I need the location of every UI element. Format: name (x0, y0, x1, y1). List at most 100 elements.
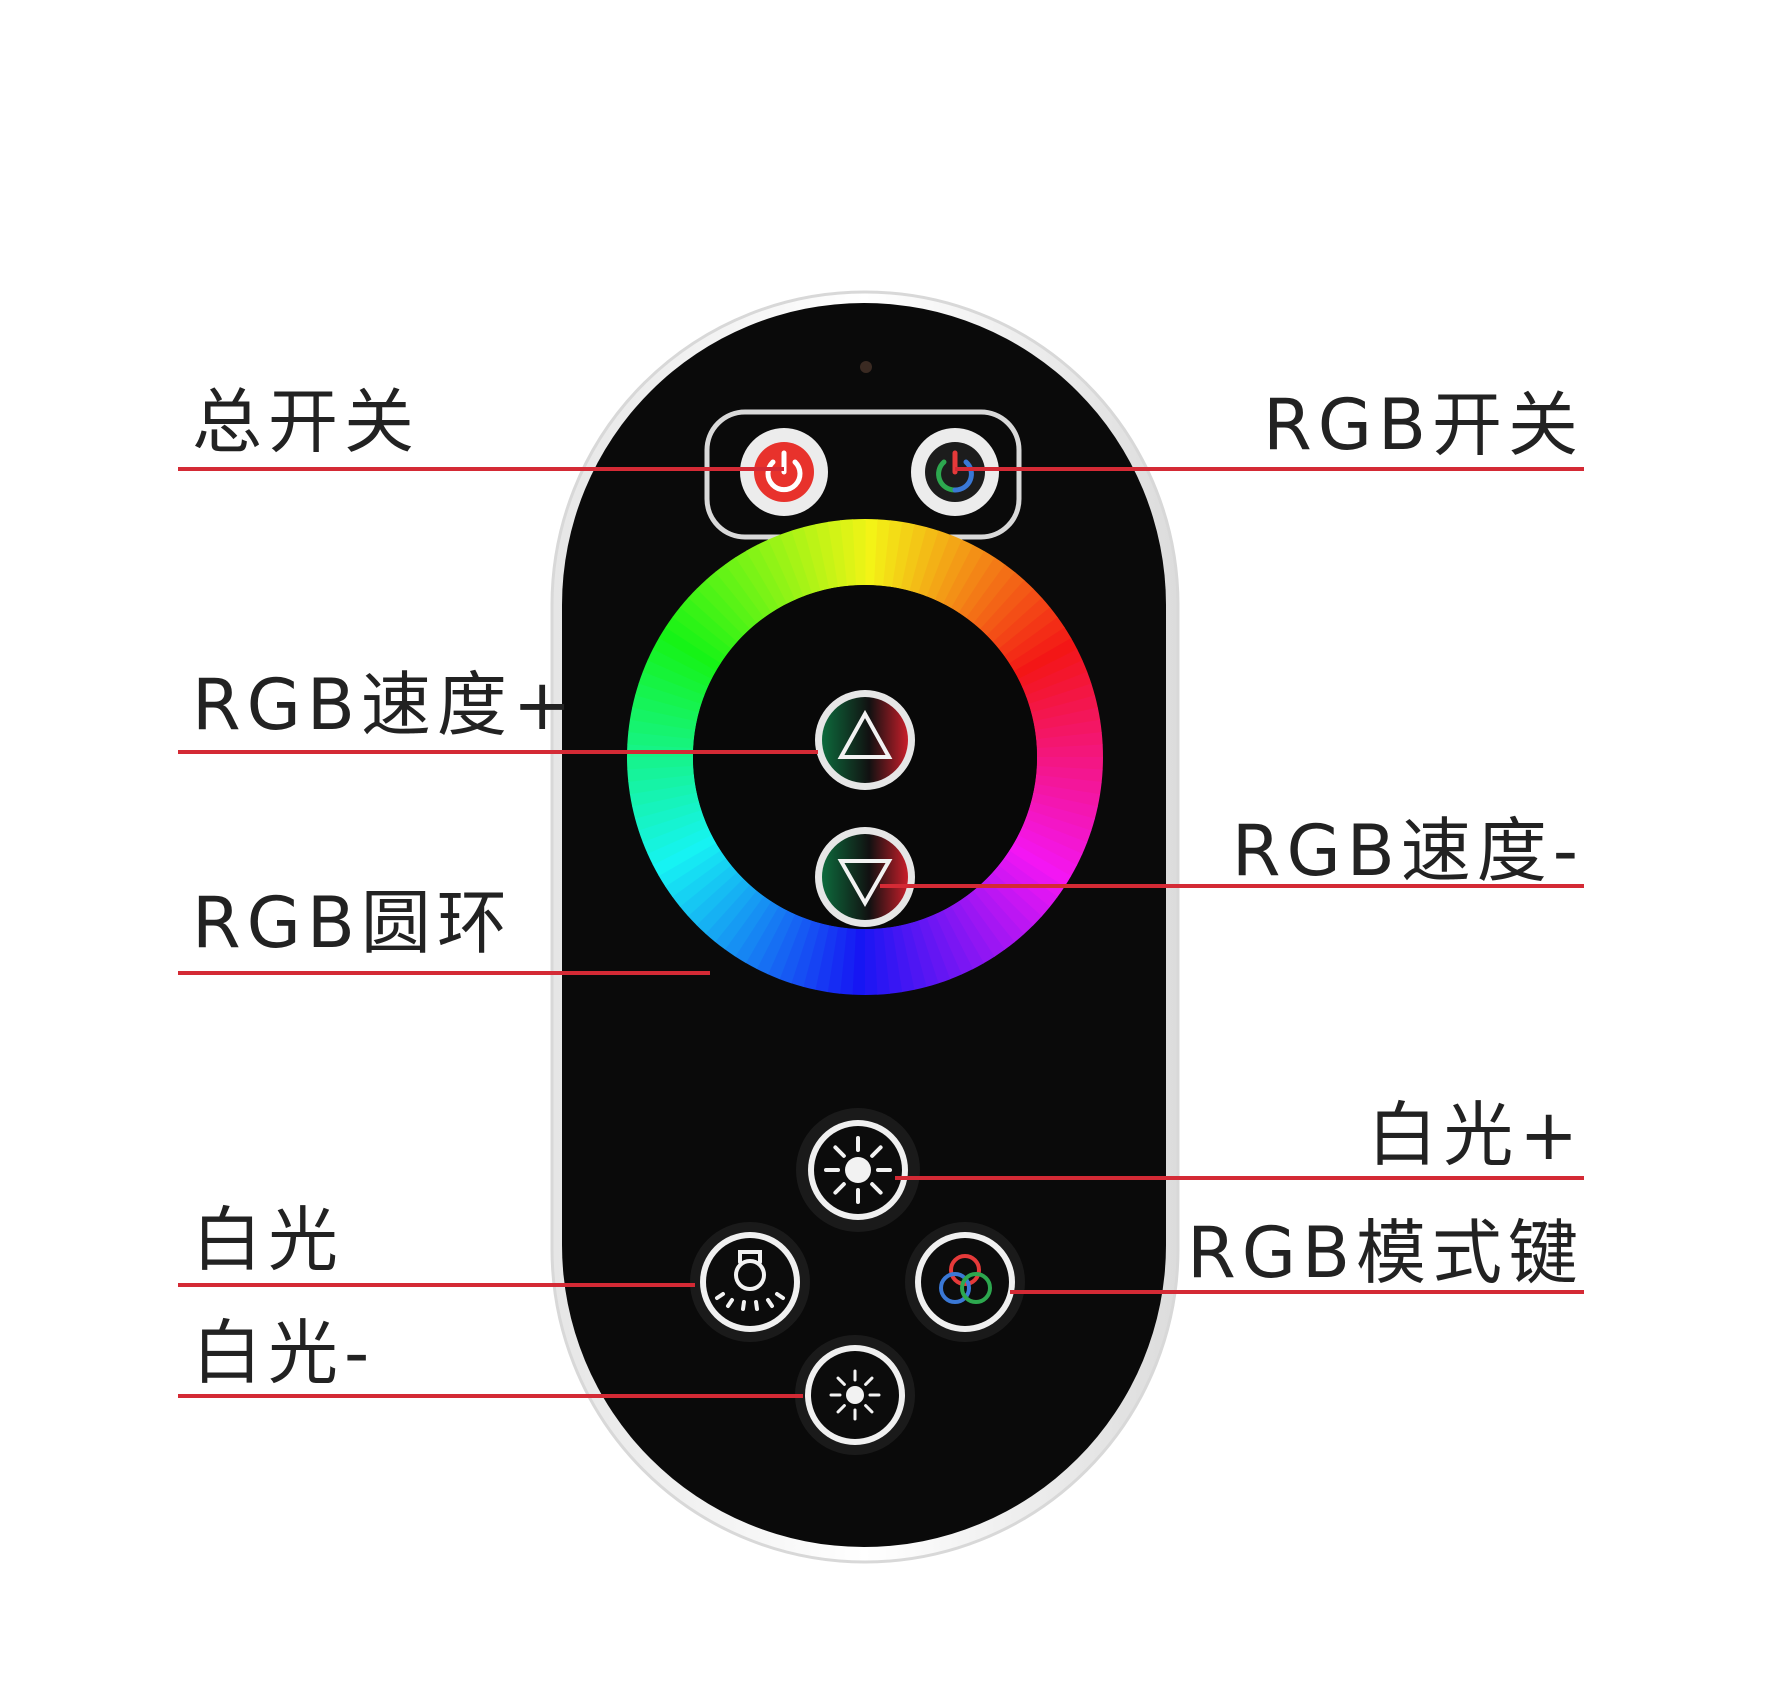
label-rgb-speed-down: RGB速度- (1231, 810, 1584, 892)
ring-segment (779, 917, 812, 984)
callout-line-white-down (178, 1394, 803, 1398)
ring-segment (756, 910, 796, 975)
ring-segment (1028, 683, 1096, 713)
ring-segment (672, 606, 732, 656)
ring-segment (756, 539, 796, 604)
callout-line-white (178, 1283, 695, 1287)
ring-segment (1025, 810, 1092, 843)
master-power-button[interactable] (740, 428, 828, 516)
ring-segment (882, 926, 903, 994)
rgb-power-button[interactable] (911, 428, 999, 516)
callout-line-rgb-ring (178, 971, 710, 975)
ring-segment (652, 637, 717, 679)
white-button[interactable] (690, 1222, 810, 1342)
ring-segment (1033, 707, 1101, 731)
callout-line-rgb-mode (1010, 1290, 1584, 1294)
ring-segment (632, 694, 699, 722)
ring-segment (980, 580, 1034, 636)
triangle-down-icon (837, 859, 893, 908)
ring-segment (1036, 766, 1103, 783)
ring-segment (874, 519, 891, 586)
ring-segment (768, 534, 804, 600)
rgb-speed-up-button[interactable] (815, 690, 915, 790)
ring-segment (909, 527, 940, 594)
ring-segment (1009, 627, 1072, 672)
ring-segment (652, 834, 717, 876)
ring-segment (891, 925, 915, 993)
ring-segment (934, 910, 974, 975)
ring-segment (1021, 818, 1088, 855)
label-rgb-speed-up: RGB速度+ (192, 664, 578, 746)
ring-segment (934, 539, 974, 604)
ring-segment (779, 530, 813, 597)
callout-line-master-power (178, 467, 784, 471)
ring-segment (705, 571, 758, 630)
ring-segment (1034, 719, 1102, 740)
ring-segment (672, 857, 732, 907)
sun-ray (864, 1404, 874, 1414)
ring-segment (965, 890, 1015, 950)
ring-segment (665, 850, 726, 897)
ring-segment (1013, 638, 1078, 680)
sun-ray (833, 1145, 846, 1158)
ring-segment (725, 557, 772, 618)
ring-segment (626, 756, 694, 770)
label-rgb-ring: RGB圆环 (192, 882, 513, 964)
ring-segment (1031, 792, 1098, 820)
ring-segment (647, 648, 712, 688)
ring-segment (958, 896, 1005, 957)
ring-segment (966, 564, 1016, 624)
ring-segment (628, 719, 696, 740)
ring-segment (629, 783, 697, 807)
ring-segment (688, 588, 744, 642)
ring-segment (746, 544, 788, 609)
ring-segment (642, 659, 709, 696)
ring-segment (696, 878, 750, 934)
ring-segment (900, 524, 928, 591)
callout-line-rgb-speed-up (178, 750, 818, 754)
ring-segment (979, 878, 1034, 935)
ring-segment (1025, 671, 1092, 705)
ring-segment (986, 588, 1043, 643)
callout-line-rgb-power (955, 467, 1584, 471)
ring-segment (942, 905, 984, 970)
sun-icon (824, 1136, 892, 1204)
ring-segment (715, 564, 765, 624)
ring-segment (628, 774, 696, 795)
rgb-circles-icon (939, 1254, 992, 1304)
rgb-speed-down-button[interactable] (815, 827, 915, 927)
ring-segment (714, 890, 764, 950)
ring-segment (724, 895, 772, 957)
white-down-button[interactable] (795, 1335, 915, 1455)
sun-ray (833, 1182, 846, 1195)
ring-segment (634, 801, 702, 831)
ring-segment (827, 520, 848, 588)
ring-segment (632, 792, 699, 819)
ring-segment (1036, 744, 1103, 758)
ring-segment (627, 765, 694, 782)
callout-line-rgb-speed-down (880, 884, 1584, 888)
ring-segment (658, 842, 721, 887)
ring-segment (873, 928, 890, 995)
ring-segment (627, 731, 694, 748)
ring-segment (992, 597, 1051, 650)
callout-line-white-up (895, 1176, 1584, 1180)
ring-segment (665, 616, 727, 664)
rgb-mode-button[interactable] (905, 1222, 1025, 1342)
ring-segment (918, 530, 951, 597)
ring-segment (1018, 648, 1083, 688)
label-rgb-power: RGB开关 (1263, 384, 1584, 466)
ring-segment (815, 521, 839, 589)
ring-segment (882, 520, 903, 588)
ring-segment (680, 597, 738, 649)
ring-segment (958, 557, 1006, 619)
ring-segment (840, 519, 857, 586)
ring-segment (1036, 732, 1103, 749)
sun-ray (836, 1404, 846, 1414)
ring-segment (851, 928, 865, 995)
bulb-icon (715, 1250, 785, 1311)
white-up-button[interactable] (796, 1108, 920, 1232)
ring-segment (705, 884, 757, 942)
rgb-color-ring[interactable] (626, 518, 1103, 996)
